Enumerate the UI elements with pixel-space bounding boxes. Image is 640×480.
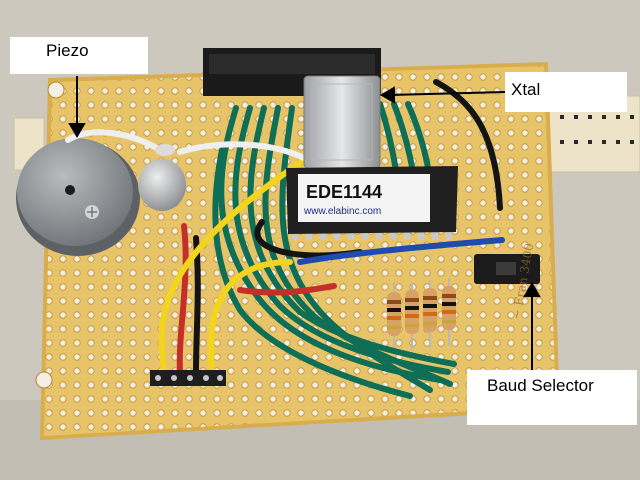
crystal-oscillator [303, 75, 381, 169]
blue-wire [297, 237, 505, 265]
baud-arrow [523, 282, 541, 372]
pin-header [150, 370, 226, 386]
red-wires [176, 223, 337, 375]
baud-selector-label: Baud Selector [467, 370, 637, 425]
xtal-arrow [380, 86, 506, 104]
chip-website: www.elabinc.com [303, 206, 381, 217]
piezo-label: Piezo [10, 37, 148, 74]
microcontroller-chip [286, 166, 458, 240]
baud-selector-switch [474, 254, 540, 284]
xtal-label-text: Xtal [511, 80, 541, 99]
piezo-label-text: Piezo [46, 41, 89, 60]
yellow-wires [158, 157, 307, 375]
baud-selector-label-text: Baud Selector [487, 376, 594, 395]
piezo-buzzer [16, 138, 140, 256]
resistors [387, 278, 456, 352]
piezo-arrow [68, 76, 86, 138]
chip-part-number: EDE1144 [306, 182, 382, 202]
xtal-label: Xtal [505, 72, 627, 112]
white-wires [65, 129, 307, 161]
capacitor [138, 144, 186, 211]
chip-label [298, 174, 430, 222]
